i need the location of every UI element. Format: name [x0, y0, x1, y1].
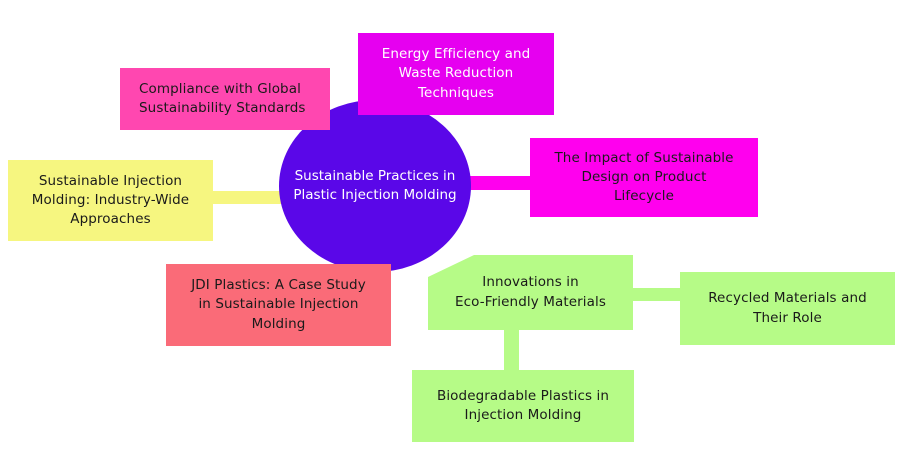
node-innovations-in-eco-friendly-materials[interactable]: Innovations in Eco-Friendly Materials [428, 255, 633, 330]
node-impact-of-sustainable-design-on-product-lifecycle[interactable]: The Impact of Sustainable Design on Prod… [530, 138, 758, 217]
node-recycled-materials-and-their-role[interactable]: Recycled Materials and Their Role [680, 272, 895, 345]
node-biodegradable-plastics-in-injection-molding[interactable]: Biodegradable Plastics in Injection Mold… [412, 370, 634, 442]
node-center-sustainable-practices[interactable]: Sustainable Practices in Plastic Injecti… [279, 100, 471, 272]
node-compliance-with-global-sustainability-standards[interactable]: Compliance with Global Sustainability St… [120, 68, 330, 130]
connector-sustainable-industry-to-center [205, 191, 289, 204]
node-energy-efficiency-and-waste-reduction-techniques[interactable]: Energy Efficiency and Waste Reduction Te… [358, 33, 554, 115]
node-sustainable-injection-molding-industry-wide-approaches[interactable]: Sustainable Injection Molding: Industry-… [8, 160, 213, 241]
connector-center-to-impact [450, 176, 536, 190]
connector-innovations-to-biodegradable [504, 322, 519, 376]
connector-innovations-to-recycled [625, 288, 685, 301]
node-jdi-plastics-case-study[interactable]: JDI Plastics: A Case Study in Sustainabl… [166, 264, 391, 346]
